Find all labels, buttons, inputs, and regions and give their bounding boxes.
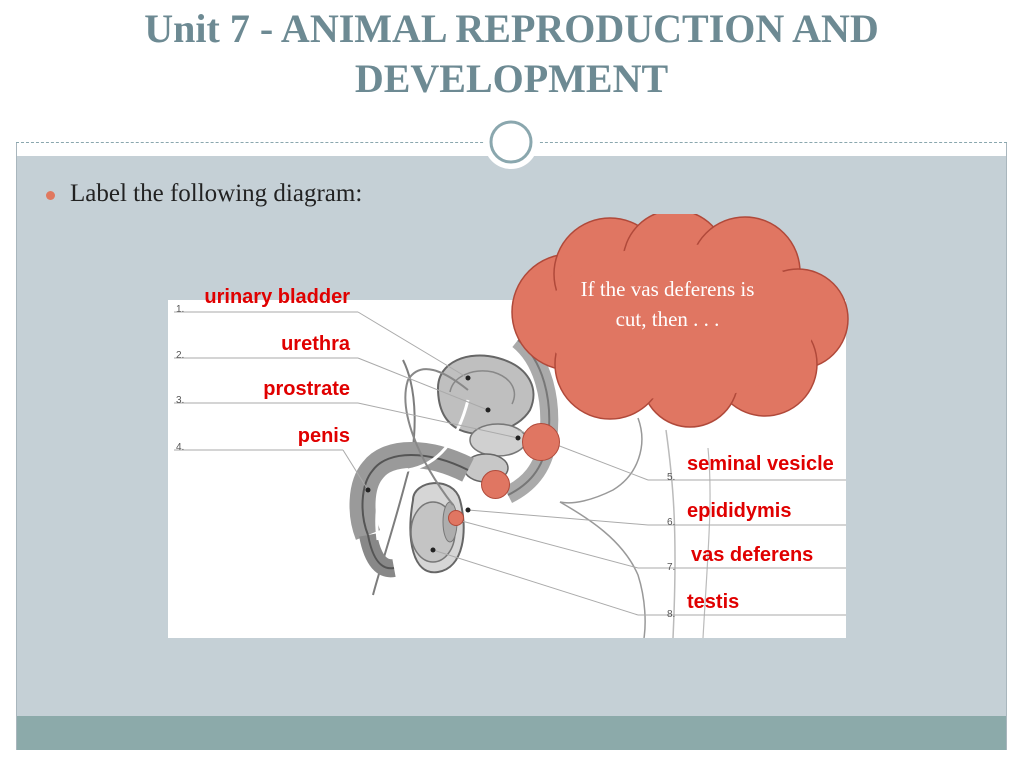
- label-urinary-bladder: urinary bladder: [204, 286, 350, 308]
- number-3: 3.: [176, 395, 184, 406]
- label-urethra: urethra: [281, 333, 350, 355]
- number-6: 6.: [667, 517, 675, 528]
- footer-band: [17, 716, 1006, 750]
- label-epididymis: epididymis: [687, 500, 792, 522]
- number-5: 5.: [667, 472, 675, 483]
- number-1: 1.: [176, 304, 184, 315]
- label-seminal-vesicle: seminal vesicle: [687, 453, 834, 475]
- bullet-dot-icon: [46, 190, 55, 200]
- number-4: 4.: [176, 442, 184, 453]
- bullet-item: Label the following diagram:: [46, 180, 362, 208]
- label-vas-deferens: vas deferens: [691, 544, 814, 566]
- marker-prostate: [481, 470, 510, 499]
- marker-seminal-vesicle: [522, 423, 560, 461]
- label-testis: testis: [687, 591, 740, 613]
- slide-title: Unit 7 - ANIMAL REPRODUCTION AND DEVELOP…: [144, 6, 879, 101]
- number-7: 7.: [667, 562, 675, 573]
- callout-text: If the vas deferens is cut, then . . .: [580, 277, 755, 331]
- circle-ornament-icon: [484, 115, 538, 169]
- number-2: 2.: [176, 350, 184, 361]
- marker-vas-deferens: [448, 510, 464, 526]
- thought-cloud-callout: [511, 214, 849, 428]
- bullet-text: Label the following diagram:: [70, 180, 363, 207]
- label-prostrate: prostrate: [263, 378, 350, 400]
- label-penis: penis: [297, 425, 350, 447]
- number-8: 8.: [667, 609, 675, 620]
